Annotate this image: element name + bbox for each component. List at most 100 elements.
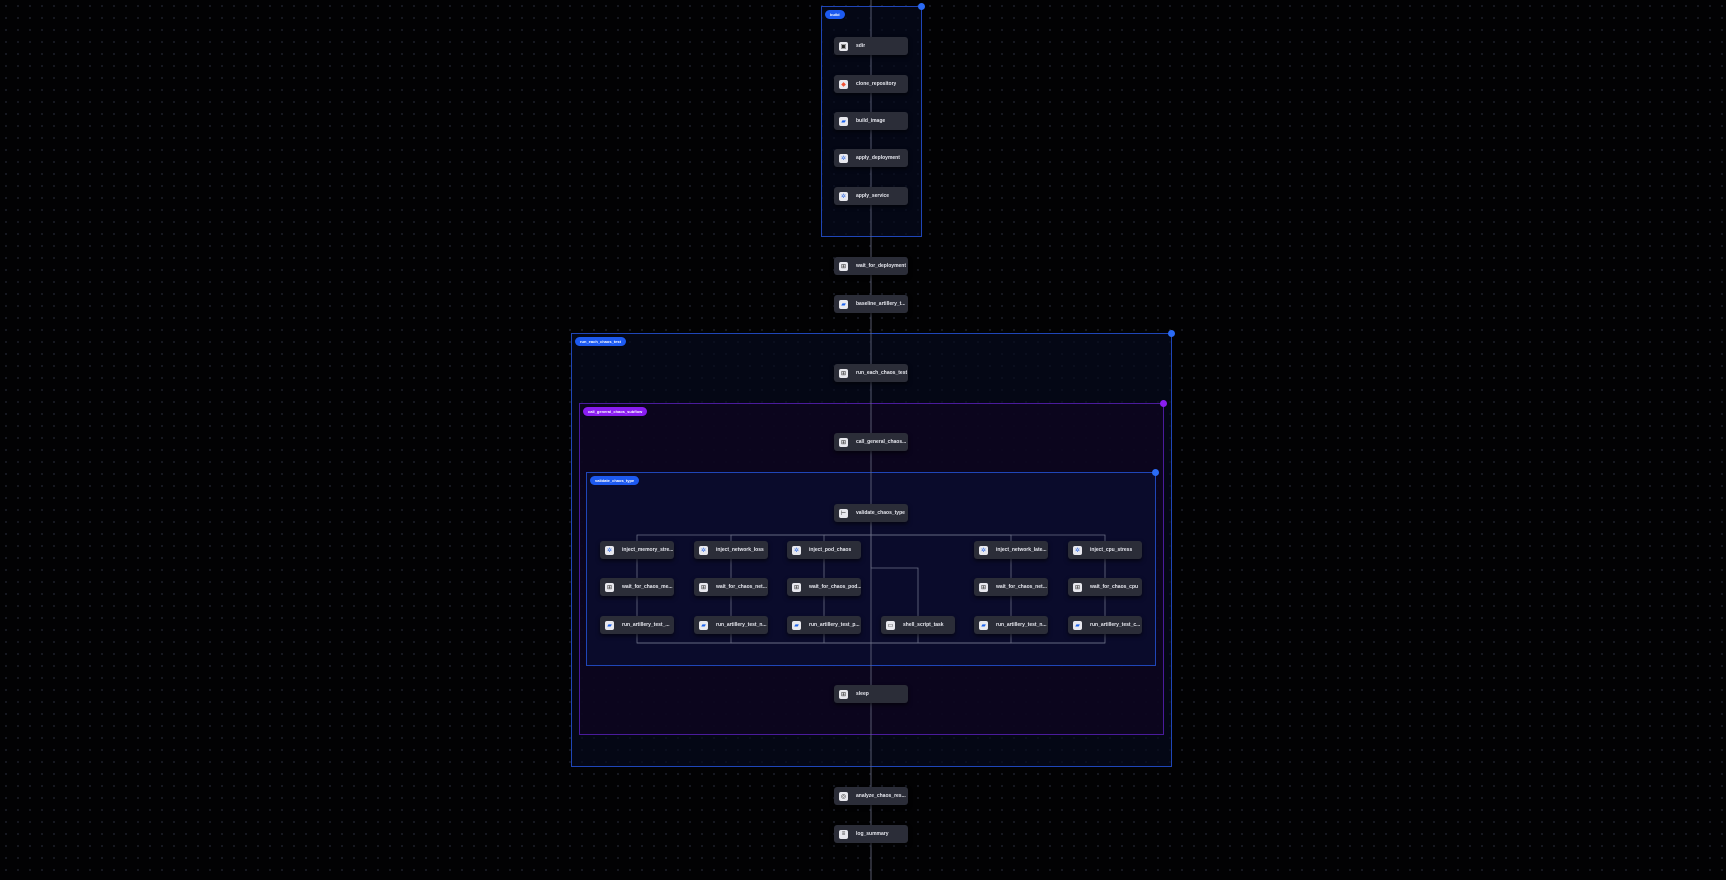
edge: [870, 522, 1012, 541]
flow-icon: ⊞: [839, 261, 848, 271]
task-label: sdir: [856, 43, 866, 49]
flow-icon: ⊞: [605, 582, 614, 592]
task-node[interactable]: ✲ inject_memory_stre...: [600, 541, 674, 559]
task-label: inject_network_late...: [996, 547, 1047, 553]
flow-icon: ⊞: [1073, 582, 1082, 592]
expand-icon[interactable]: [918, 3, 925, 10]
git-icon: ◆: [839, 79, 848, 89]
kubernetes-icon: ✲: [979, 545, 988, 555]
task-label: sleep: [856, 691, 869, 697]
task-label: run_each_chaos_test: [856, 370, 908, 376]
terminal-icon: ▭: [886, 620, 895, 630]
edge: [823, 522, 872, 541]
task-label: run_artillery_test_c...: [1090, 622, 1141, 628]
kubernetes-icon: ✲: [605, 545, 614, 555]
task-label: call_general_chaos...: [856, 439, 907, 445]
task-label: wait_for_chaos_pod...: [809, 584, 861, 590]
task-label: shell_script_task: [903, 622, 944, 628]
task-node[interactable]: ⊞wait_for_chaos_cpu: [1068, 578, 1142, 596]
group-label[interactable]: build: [825, 10, 845, 19]
task-label: apply_service: [856, 193, 890, 199]
docker-icon: ▰: [792, 620, 801, 630]
docker-icon: ▰: [605, 620, 614, 630]
flow-icon: ⊞: [792, 582, 801, 592]
task-node[interactable]: ▭ shell_script_task: [881, 616, 955, 634]
task-node[interactable]: ⊞ call_general_chaos...: [834, 433, 908, 451]
edge: [870, 522, 1106, 541]
flow-icon: ⊞: [839, 368, 848, 378]
switch-icon: ⊢: [839, 508, 848, 518]
edge: [871, 634, 1106, 644]
task-node[interactable]: ⊞ wait_for_chaos_pod...: [787, 578, 861, 596]
task-node[interactable]: ▰ run_artillery_test_c...: [1068, 616, 1142, 634]
edge: [636, 522, 872, 541]
flow-icon: ⊞: [839, 689, 848, 699]
task-node[interactable]: ⊞ sleep: [834, 685, 908, 703]
task-node[interactable]: ▰ run_artillery_test_n...: [694, 616, 768, 634]
group-label[interactable]: validate_chaos_type: [590, 476, 640, 485]
log-icon: ≡: [839, 829, 848, 839]
task-label: baseline_artillery_t...: [856, 301, 906, 307]
task-node[interactable]: ≡ log_summary: [834, 825, 908, 843]
flow-icon: ⊞: [839, 437, 848, 447]
kubernetes-icon: ✲: [792, 545, 801, 555]
task-label: inject_pod_chaos: [809, 547, 852, 553]
task-label: wait_for_chaos_net...: [996, 584, 1047, 590]
kubernetes-icon: ✲: [839, 153, 848, 163]
flow-icon: ⊞: [979, 582, 988, 592]
task-node[interactable]: ✲ apply_deployment: [834, 149, 908, 167]
task-node[interactable]: ▰build_image: [834, 112, 908, 130]
expand-icon[interactable]: [1160, 400, 1167, 407]
task-label: build_image: [856, 118, 886, 124]
task-node[interactable]: ◎ analyze_chaos_res...: [834, 787, 908, 805]
task-node[interactable]: ▰ run_artillery_test_...: [600, 616, 674, 634]
task-node[interactable]: ▰ baseline_artillery_t...: [834, 295, 908, 313]
task-node[interactable]: ▰run_artillery_test_n...: [974, 616, 1048, 634]
task-node[interactable]: ⊞ wait_for_chaos_net...: [694, 578, 768, 596]
docker-icon: ▰: [699, 620, 708, 630]
task-label: wait_for_deployment: [856, 263, 907, 269]
task-node[interactable]: ⊢ validate_chaos_type: [834, 504, 908, 522]
flow-icon: ⊞: [699, 582, 708, 592]
python-icon: ◎: [839, 791, 848, 801]
task-node[interactable]: ✲inject_network_loss: [694, 541, 768, 559]
task-label: wait_for_chaos_net...: [716, 584, 767, 590]
task-label: apply_deployment: [856, 155, 900, 161]
docker-icon: ▰: [1073, 620, 1082, 630]
group-label[interactable]: run_each_chaos_test: [575, 337, 626, 346]
expand-icon[interactable]: [1168, 330, 1175, 337]
task-node[interactable]: ✲ inject_network_late...: [974, 541, 1048, 559]
expand-icon[interactable]: [1152, 469, 1159, 476]
kubernetes-icon: ✲: [1073, 545, 1082, 555]
edge: [823, 634, 871, 644]
task-node[interactable]: ✲apply_service: [834, 187, 908, 205]
task-label: run_artillery_test_p...: [809, 622, 860, 628]
folder-icon: ▣: [839, 41, 848, 51]
edge: [870, 522, 919, 616]
task-label: log_summary: [856, 831, 889, 837]
task-node[interactable]: ⊞ wait_for_deployment: [834, 257, 908, 275]
edge: [730, 634, 871, 644]
task-node[interactable]: ⊞ wait_for_chaos_net...: [974, 578, 1048, 596]
task-node[interactable]: ⊞wait_for_chaos_me...: [600, 578, 674, 596]
edge: [871, 634, 919, 644]
task-node[interactable]: ▣ sdir: [834, 37, 908, 55]
task-label: analyze_chaos_res...: [856, 793, 906, 799]
task-label: run_artillery_test_n...: [716, 622, 767, 628]
task-node[interactable]: ◆ clone_repository: [834, 75, 908, 93]
docker-icon: ▰: [839, 299, 848, 309]
task-label: inject_network_loss: [716, 547, 764, 553]
edge: [871, 634, 1012, 644]
task-node[interactable]: ⊞ run_each_chaos_test: [834, 364, 908, 382]
task-label: clone_repository: [856, 81, 897, 87]
group-label[interactable]: call_general_chaos_subflow: [583, 407, 648, 416]
task-label: run_artillery_test_...: [622, 622, 670, 628]
task-node[interactable]: ✲ inject_pod_chaos: [787, 541, 861, 559]
task-label: run_artillery_test_n...: [996, 622, 1047, 628]
task-node[interactable]: ✲inject_cpu_stress: [1068, 541, 1142, 559]
task-label: inject_memory_stre...: [622, 547, 674, 553]
task-label: validate_chaos_type: [856, 510, 905, 516]
edge: [636, 634, 871, 644]
task-node[interactable]: ▰ run_artillery_test_p...: [787, 616, 861, 634]
